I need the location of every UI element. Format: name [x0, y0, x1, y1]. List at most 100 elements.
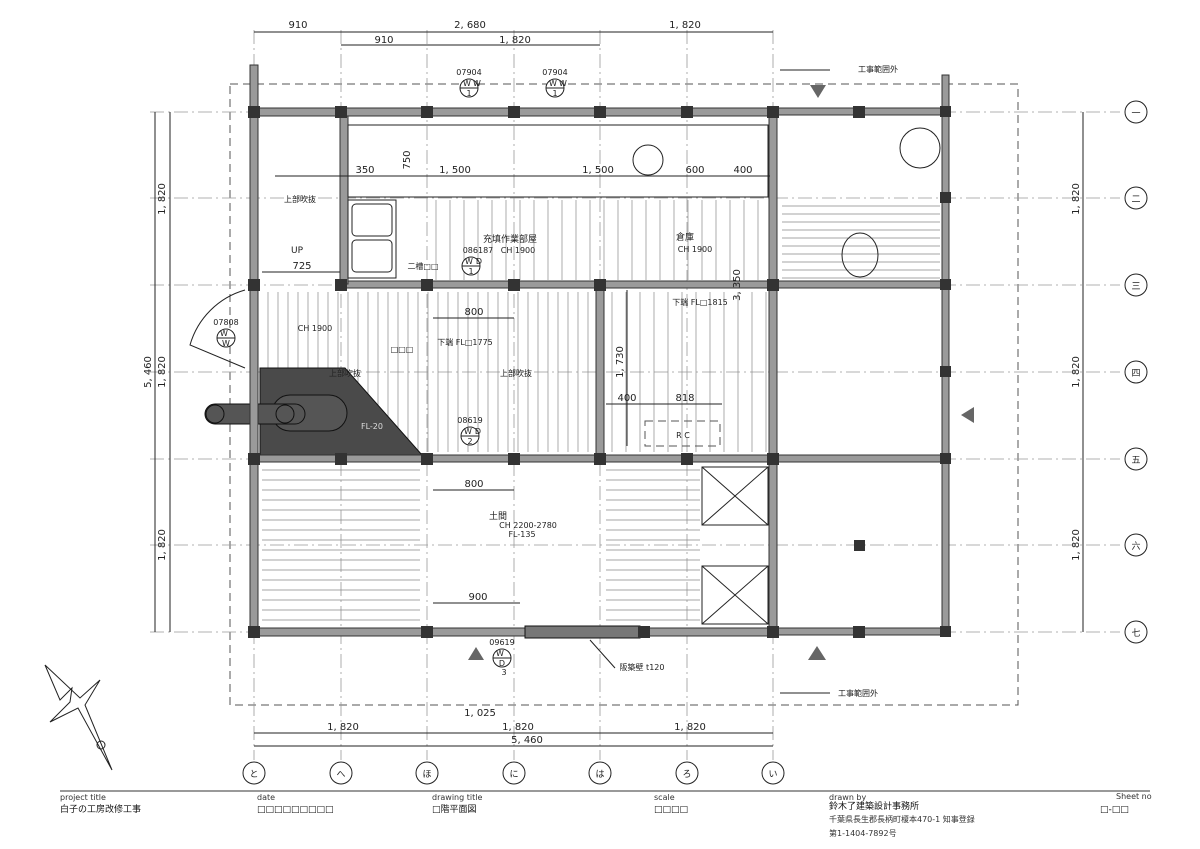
column-post: [335, 279, 347, 291]
column-post: [421, 279, 433, 291]
dim: 725: [292, 261, 311, 272]
fitting-code: 07904: [456, 68, 481, 77]
beam-label: 下端 FL□1815: [672, 297, 728, 307]
grid-bubble-column: い: [761, 761, 785, 785]
svg-text:は: は: [595, 769, 604, 780]
fitting-type: W: [465, 257, 473, 266]
dim-right: 1, 820: [1071, 529, 1082, 561]
grid-bubbles: とへほにはろい一二三四五六七: [242, 100, 1148, 785]
column-post: [638, 626, 650, 638]
column-post: [248, 106, 260, 118]
column-post: [594, 453, 606, 465]
drawing-title-label: drawing title: [432, 793, 482, 802]
column-post: [421, 453, 433, 465]
dim: 800: [464, 307, 483, 318]
void-label: 上部吹抜: [500, 368, 532, 378]
drawn-by: 鈴木了建築設計事務所: [829, 800, 919, 812]
dim: 818: [675, 393, 694, 404]
column-post: [248, 626, 260, 638]
section-arrow-icon: [468, 647, 484, 660]
svg-text:五: 五: [1131, 456, 1140, 466]
grid-bubble-column: は: [588, 761, 612, 785]
dim: 1, 730: [615, 346, 626, 378]
room-name-filling: 充填作業部屋: [483, 233, 537, 245]
section-arrow-icon: [810, 85, 826, 98]
grid-bubble-column: へ: [329, 761, 353, 785]
fitting-code: 07904: [542, 68, 567, 77]
fitting-type: D: [475, 427, 481, 436]
project-title: 白子の工房改修工事: [60, 803, 141, 815]
north-arrow-icon: [44, 664, 113, 771]
column-post: [681, 106, 693, 118]
dim: 900: [468, 592, 487, 603]
date-label: date: [257, 793, 275, 802]
scale-label: scale: [654, 793, 675, 802]
beam-label: 下端 FL□1775: [437, 337, 493, 347]
fitting-type: W: [220, 329, 228, 338]
svg-text:六: 六: [1131, 540, 1140, 552]
svg-text:に: に: [509, 769, 518, 780]
toilet-icon: [841, 232, 879, 278]
svg-text:三: 三: [1131, 282, 1140, 292]
column-post: [940, 626, 951, 637]
office-registration: 第1-1404-7892号: [829, 828, 897, 838]
fitting-type: W: [496, 649, 504, 658]
svg-text:七: 七: [1131, 628, 1140, 639]
grid-bubble-column: と: [242, 761, 266, 785]
column-post: [421, 106, 433, 118]
grid-bubble-row: 一: [1124, 100, 1148, 124]
sheet-no-label: Sheet no: [1116, 792, 1152, 801]
fitting-type: D: [476, 257, 482, 266]
fitting-subnumber: 3: [501, 668, 506, 677]
column-post: [767, 106, 779, 118]
sink-label: 二槽□□: [407, 261, 438, 271]
svg-text:ろ: ろ: [682, 769, 691, 780]
flue-pipe-icon: [275, 404, 295, 424]
column-post: [940, 279, 951, 290]
dim-right: 1, 820: [1071, 356, 1082, 388]
svg-text:ほ: ほ: [422, 769, 431, 780]
dim: 600: [685, 165, 704, 176]
dim-top: 910: [288, 20, 307, 31]
dim-bottom-total: 5, 460: [511, 735, 543, 746]
columns: [248, 106, 951, 638]
office-address: 千葉県長生郡長柄町榎本470-1 知事登録: [829, 814, 975, 824]
grid-bubble-column: に: [502, 761, 526, 785]
room-name-storage: 倉庫: [676, 231, 694, 243]
dim-bottom: 1, 820: [502, 722, 534, 733]
dim: 3, 350: [732, 269, 743, 301]
basin-icon: [899, 127, 941, 169]
stair-up: UP: [291, 246, 304, 256]
column-post: [853, 106, 865, 118]
fitting-code: 07808: [213, 318, 238, 327]
fitting-code: 08619: [457, 416, 482, 425]
room-ch: CH 1900: [678, 245, 713, 254]
double-sink: [347, 199, 397, 279]
column-post: [594, 279, 606, 291]
column-post: [767, 279, 779, 291]
skylight-2: [701, 565, 769, 625]
dim: 350: [355, 165, 374, 176]
column-post: [594, 106, 606, 118]
column-post: [940, 192, 951, 203]
fire-wall-label: 阪築壁 t120: [620, 662, 665, 672]
date-value: □□□□□□□□□: [257, 805, 334, 815]
fitting-number: 1: [468, 267, 473, 276]
column-post: [421, 626, 433, 638]
rc-block: [644, 420, 721, 447]
fitting-type: W: [559, 79, 567, 88]
column-post: [248, 453, 260, 465]
dim-top: 1, 820: [499, 35, 531, 46]
column-post: [940, 366, 951, 377]
dim-bottom: 1, 820: [674, 722, 706, 733]
column-post: [335, 106, 347, 118]
sheet-no: □-□□: [1100, 805, 1129, 815]
fitting-code: 086187: [463, 246, 494, 255]
fitting-type: W: [464, 427, 472, 436]
svg-text:四: 四: [1131, 369, 1140, 379]
dim: 1, 500: [439, 165, 471, 176]
